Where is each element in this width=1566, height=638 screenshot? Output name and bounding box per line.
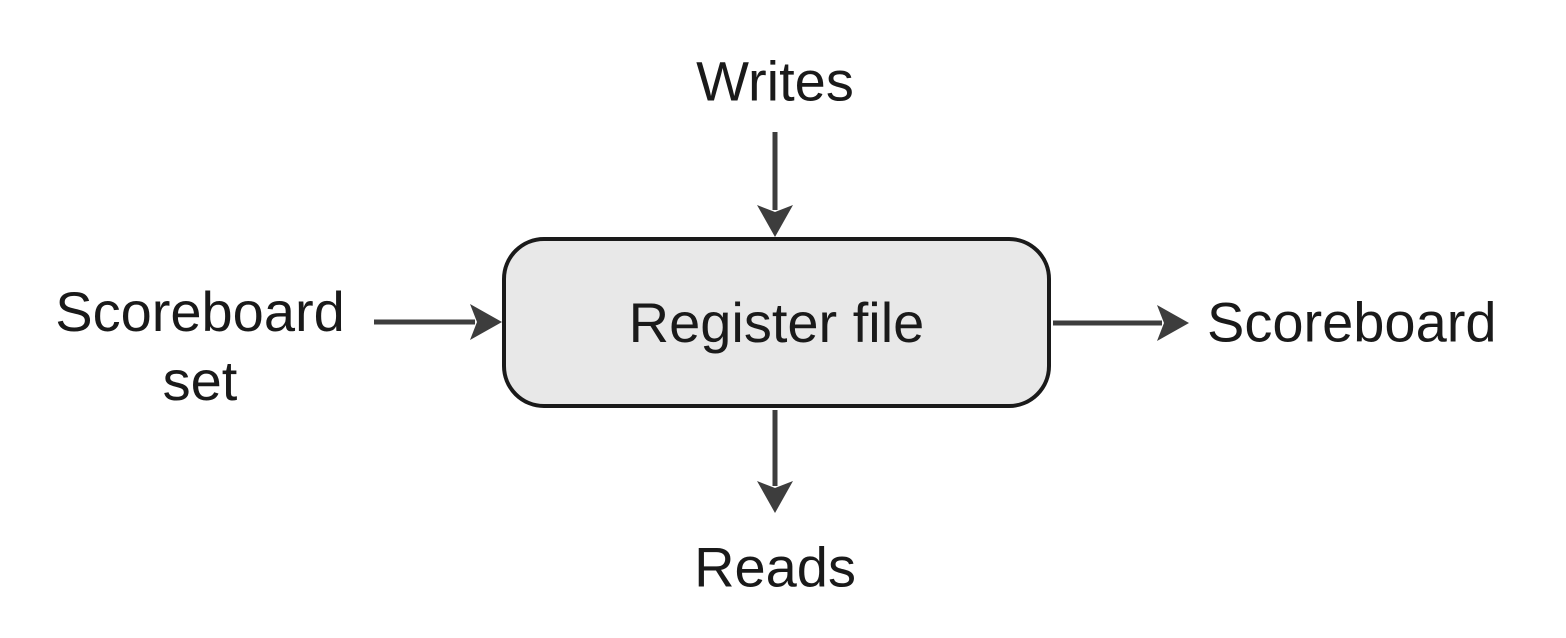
scoreboard-set-arrow xyxy=(374,304,502,340)
writes-label: Writes xyxy=(696,49,854,113)
scoreboard-arrow xyxy=(1053,305,1189,341)
register-file-label: Register file xyxy=(628,290,925,354)
scoreboard-set-label: Scoreboard set xyxy=(55,280,345,412)
scoreboard-label: Scoreboard xyxy=(1207,290,1497,354)
writes-arrow xyxy=(757,132,793,237)
register-file-node: Register file xyxy=(502,237,1051,408)
reads-label: Reads xyxy=(694,535,856,599)
reads-arrow xyxy=(757,410,793,513)
